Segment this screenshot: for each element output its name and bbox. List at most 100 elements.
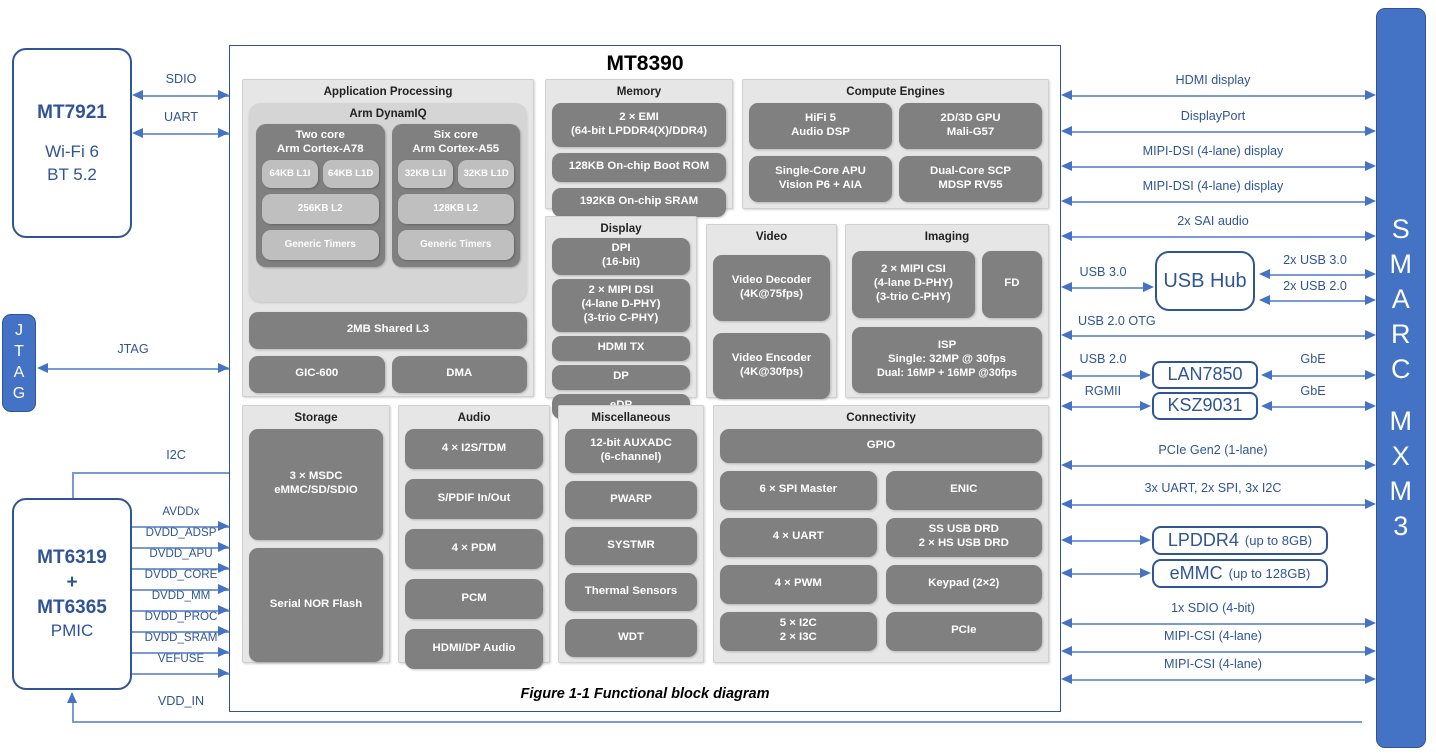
emi-line2: (64-bit LPDDR4(X)/DDR4) [570, 124, 708, 137]
mipi-csi-line1: 2 × MIPI CSI [880, 263, 946, 276]
i2c-line1: 5 × I2C [779, 617, 817, 630]
label-mipi-csi-1: MIPI-CSI (4-lane) [1164, 629, 1262, 643]
arrow-right-usb20-otg [1365, 330, 1376, 340]
group-title-display: Display [600, 222, 642, 235]
gpio-block: GPIO [720, 428, 1042, 463]
arrow-right-gbe-lan [1365, 370, 1376, 380]
vdd-in-label: VDD_IN [157, 694, 205, 708]
gic-600-block: GIC-600 [249, 355, 385, 393]
group-compute-engines: Compute Engines HiFi 5 Audio DSP 2D/3D G… [742, 79, 1049, 209]
mt7921-bt: BT 5.2 [47, 164, 97, 184]
cluster-a55-title-line2: Arm Cortex-A55 [412, 142, 500, 155]
arrow-right-mipi-dsi-1 [1365, 161, 1376, 171]
sdio-arrow-left [132, 90, 143, 100]
arrow-left-2x-usb20 [1259, 295, 1270, 305]
smarc-mxm3-connector: S M A R C M X M 3 [1376, 8, 1426, 748]
mipi-dsi-line3: (3-trio C-PHY) [583, 312, 659, 325]
usb-drd-line2: 2 × HS USB DRD [918, 537, 1009, 550]
msdc-line1: 3 × MSDC [289, 470, 343, 483]
arrow-left-mipi-csi-2 [1061, 674, 1072, 684]
video-encoder-line2: (4K@30fps) [739, 365, 803, 378]
group-title-imaging: Imaging [924, 230, 970, 243]
line-usb20-lan [1072, 375, 1142, 377]
jtag-arrow-left [37, 363, 48, 373]
line-mipi-dsi-display-1 [1072, 166, 1365, 168]
smarc-letter-s: S [1391, 214, 1411, 245]
group-title-memory: Memory [616, 85, 662, 98]
mt7921-wifi: Wi-Fi 6 [45, 142, 99, 162]
rail-line-dvdd-apu [132, 568, 229, 570]
rail-line-avddx [132, 526, 229, 528]
jtag-tab: J T A G [2, 314, 36, 412]
arrow-right-sai-audio [1365, 231, 1376, 241]
rail-label-dvdd-mm: DVDD_MM [151, 589, 211, 602]
vdd-in-arrow-up [67, 692, 77, 703]
line-usb30-left [1072, 287, 1144, 289]
rail-label-dvdd-sram: DVDD_SRAM [144, 631, 218, 644]
gpu-line1: 2D/3D GPU [940, 111, 1001, 124]
group-miscellaneous: Miscellaneous 12-bit AUXADC (6-channel) … [558, 405, 704, 663]
pmic-plus: + [66, 572, 78, 594]
arrow-left-sai-audio [1061, 231, 1072, 241]
arrow-right-2x-usb20 [1365, 295, 1376, 305]
rail-line-dvdd-adsp [132, 547, 229, 549]
group-title-video: Video [755, 230, 788, 243]
arrow-left-hdmi-display [1061, 90, 1072, 100]
isp-line2: Single: 32MP @ 30fps [888, 353, 1006, 366]
arrow-left-2x-usb30 [1259, 269, 1270, 279]
arrow-left-emmc [1061, 568, 1072, 578]
video-encoder-block: Video Encoder (4K@30fps) [713, 332, 830, 399]
arm-dynamiq-panel: Arm DynamIQ Two core Arm Cortex-A78 64KB… [249, 102, 527, 302]
serial-nor-flash-block: Serial NOR Flash [249, 547, 383, 662]
cluster-cortex-a55: Six core Arm Cortex-A55 32KB L1I 32KB L1… [391, 123, 520, 267]
i2c-line-h [72, 472, 229, 474]
uart-block: 4 × UART [720, 517, 877, 557]
jtag-letter-g: G [12, 384, 26, 402]
jtag-letter-j: J [15, 322, 23, 340]
rail-label-dvdd-proc: DVDD_PROC [144, 610, 218, 623]
jtag-letter-t: T [14, 343, 24, 361]
i2c-line-v [72, 472, 74, 501]
arrow-left-sdio-4bit [1061, 618, 1072, 628]
a78-generic-timers: Generic Timers [262, 229, 379, 260]
jtag-link-label: JTAG [117, 342, 149, 356]
line-usb20-otg [1072, 335, 1365, 337]
line-hdmi-display [1072, 95, 1365, 97]
video-decoder-line1: Video Decoder [731, 273, 812, 286]
a78-l1d: 64KB L1D [322, 159, 379, 188]
audio-block-pdm: 4 × PDM [405, 528, 543, 569]
smarc-letter-x: X [1391, 440, 1411, 471]
arrow-right-serial-buses [1365, 499, 1376, 509]
apu-line2: Vision P6 + AIA [778, 178, 863, 191]
group-imaging: Imaging 2 × MIPI CSI (4-lane D-PHY) (3-t… [845, 224, 1049, 398]
pmic-label: PMIC [50, 621, 94, 641]
line-displayport [1072, 131, 1365, 133]
apu-line1: Single-Core APU [775, 164, 866, 177]
label-serial-buses: 3x UART, 2x SPI, 3x I2C [1144, 481, 1282, 495]
rail-label-dvdd-core: DVDD_CORE [144, 568, 218, 581]
ksz9031-label: KSZ9031 [1167, 395, 1243, 416]
lan7850-block: LAN7850 [1152, 361, 1258, 389]
smarc-letter-m2: M [1389, 405, 1413, 436]
line-pcie-gen2 [1072, 465, 1365, 467]
i2c-line2: 2 × I3C [779, 631, 817, 644]
usb-drd-block: SS USB DRD 2 × HS USB DRD [885, 517, 1042, 557]
fd-block: FD [981, 250, 1042, 318]
smarc-letter-r: R [1391, 319, 1411, 350]
line-mipi-csi-1 [1072, 651, 1365, 653]
arrow-left-mipi-dsi-2 [1061, 196, 1072, 206]
shared-l3-block: 2MB Shared L3 [249, 311, 527, 349]
mipi-dsi-line2: (4-lane D-PHY) [581, 298, 661, 311]
jtag-line [48, 368, 229, 370]
line-2x-usb30 [1270, 274, 1365, 276]
scp-line1: Dual-Core SCP [929, 164, 1011, 177]
line-emmc [1072, 573, 1142, 575]
label-usb30-left: USB 3.0 [1079, 265, 1127, 279]
a78-l2: 256KB L2 [262, 193, 379, 224]
audio-block-spdif: S/PDIF In/Out [405, 478, 543, 519]
mt7921-name: MT7921 [37, 102, 107, 124]
arrow-right-usb30-hub [1143, 282, 1154, 292]
mipi-csi-line3: (3-trio C-PHY) [876, 291, 951, 304]
cluster-a78-title-line1: Two core [295, 128, 345, 141]
